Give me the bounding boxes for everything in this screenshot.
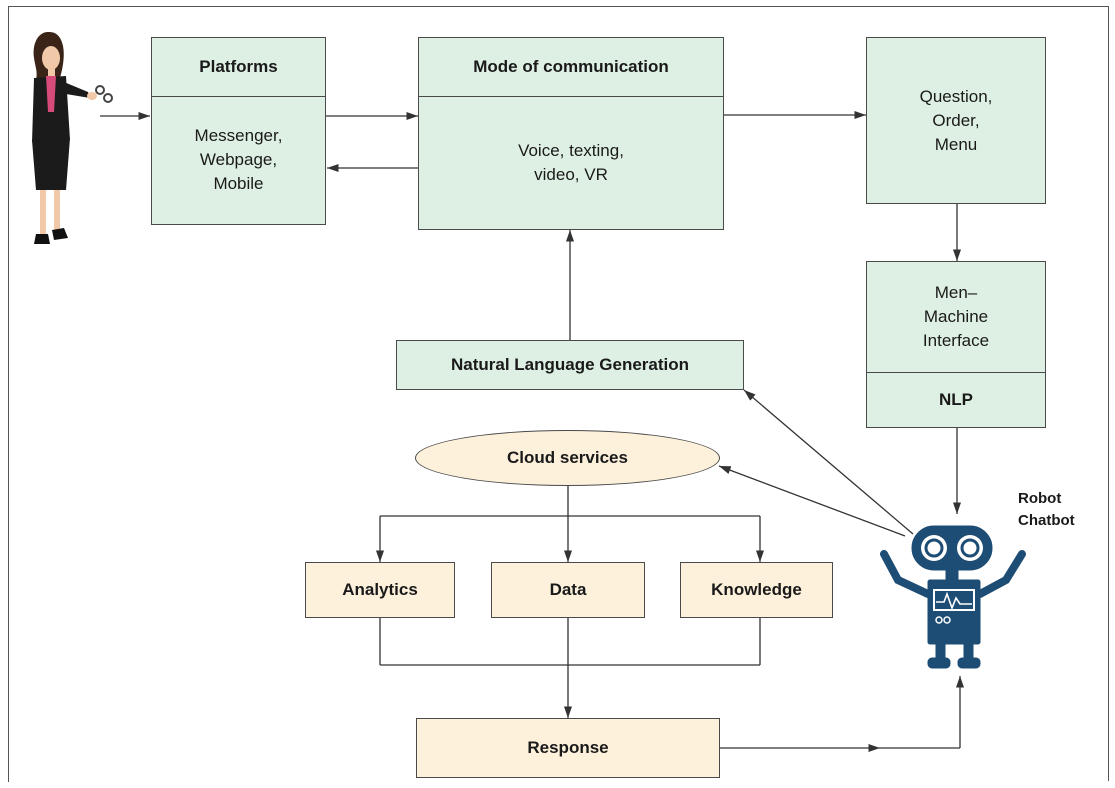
men-machine-interface-box: Men– Machine Interface NLP — [866, 261, 1046, 428]
mode-of-communication-box: Mode of communication Voice, texting, vi… — [418, 37, 724, 230]
mode-body: Voice, texting, video, VR — [518, 140, 624, 184]
frame-right-border — [1108, 6, 1109, 781]
frame-top-border — [8, 6, 1109, 7]
woman-with-phone-icon — [32, 32, 113, 244]
mmi-label: Men– Machine Interface — [867, 262, 1045, 373]
response-box: Response — [416, 718, 720, 778]
cloud-services-ellipse: Cloud services — [415, 430, 720, 486]
arrow-robot-to-nlg — [743, 389, 914, 535]
question-order-menu-box: Question, Order, Menu — [866, 37, 1046, 204]
data-box: Data — [491, 562, 645, 618]
knowledge-box: Knowledge — [680, 562, 833, 618]
platforms-body: Messenger, Webpage, Mobile — [194, 126, 283, 193]
arrow-robot-to-cloud — [718, 465, 906, 537]
nlp-label: NLP — [939, 389, 973, 409]
analytics-box: Analytics — [305, 562, 455, 618]
robot-chatbot-icon — [880, 525, 1026, 669]
platforms-title: Platforms — [152, 38, 325, 97]
mode-title: Mode of communication — [419, 38, 723, 97]
platforms-box: Platforms Messenger, Webpage, Mobile — [151, 37, 326, 225]
frame-left-border — [8, 6, 9, 782]
robot-chatbot-label: Robot Chatbot — [1018, 490, 1075, 529]
natural-language-generation-box: Natural Language Generation — [396, 340, 744, 390]
